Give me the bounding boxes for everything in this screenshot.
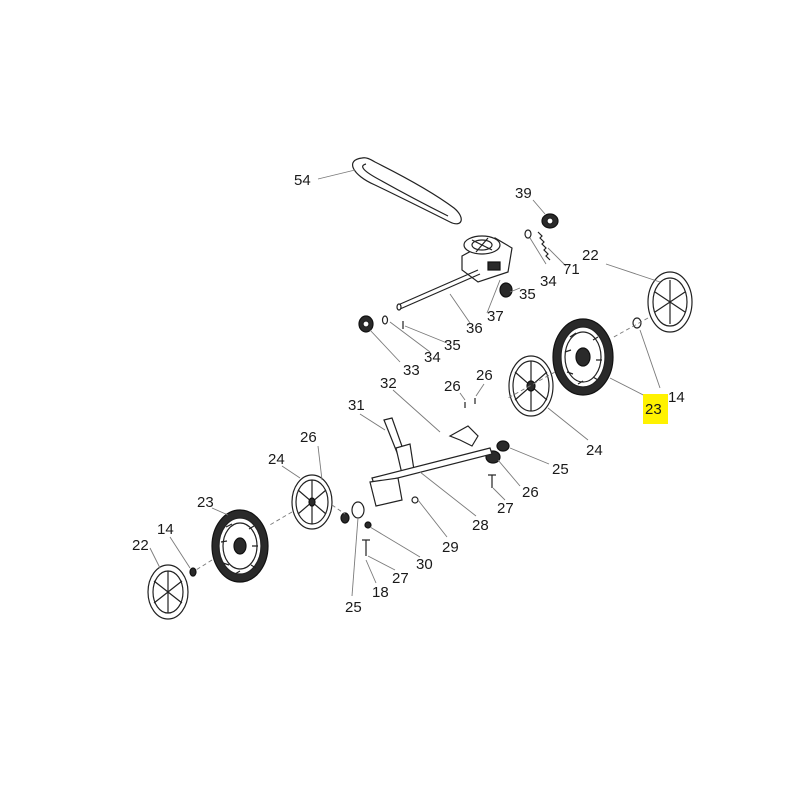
spring-71 [537, 231, 551, 261]
washer-14-left [189, 567, 197, 577]
label-26-a: 26 [444, 378, 461, 395]
label-34-left: 34 [424, 349, 441, 366]
label-36: 36 [466, 320, 483, 337]
label-14-left: 14 [157, 521, 174, 538]
bolt-27-right [488, 474, 496, 488]
alignment-lines [195, 317, 649, 571]
bracket-28 [369, 447, 493, 507]
bushing-25-left [340, 501, 365, 524]
label-31: 31 [348, 397, 365, 414]
label-25-left: 25 [345, 599, 362, 616]
label-26-b: 26 [476, 367, 493, 384]
label-27-low: 27 [392, 570, 409, 587]
label-22-right: 22 [582, 247, 599, 264]
label-24-left: 24 [268, 451, 285, 468]
nut-39 [541, 213, 559, 229]
label-32: 32 [380, 375, 397, 392]
label-24-right: 24 [586, 442, 603, 459]
label-23-left: 23 [197, 494, 214, 511]
lever-bracket-32 [448, 425, 479, 447]
clip-30 [364, 521, 372, 529]
wheel-cap-right [647, 271, 693, 333]
label-37: 37 [487, 308, 504, 325]
leader-lines [149, 169, 661, 597]
label-26-left: 26 [300, 429, 317, 446]
label-23-highlight: 23 [645, 401, 662, 418]
part-labels: 54 39 34 71 22 35 36 37 33 34 35 14 23 3… [132, 172, 685, 616]
label-34-top: 34 [540, 273, 557, 290]
label-54: 54 [294, 172, 311, 189]
highlight-box [643, 394, 668, 424]
label-39: 39 [515, 185, 532, 202]
label-28: 28 [472, 517, 489, 534]
axle-shaft-36 [396, 269, 481, 311]
label-35-top: 35 [519, 286, 536, 303]
belt-inner-edge [362, 163, 449, 217]
gearbox-assembly [461, 235, 513, 283]
label-22-left: 22 [132, 537, 149, 554]
washer-34-left [381, 315, 389, 325]
washer-34-top [524, 229, 532, 239]
tire-right [552, 318, 614, 396]
spring-35-top [499, 282, 513, 298]
label-14-right: 14 [668, 389, 685, 406]
label-29: 29 [442, 539, 459, 556]
label-26-right2: 26 [522, 484, 539, 501]
hub-right [508, 355, 554, 417]
bolt-27-low [362, 539, 370, 556]
nut-33 [358, 315, 374, 333]
label-27-right: 27 [497, 500, 514, 517]
handle-lever-31 [383, 417, 415, 475]
label-30: 30 [416, 556, 433, 573]
label-35-left: 35 [444, 337, 461, 354]
label-33: 33 [403, 362, 420, 379]
wheel-cap-left [147, 564, 189, 620]
tire-left [211, 509, 269, 583]
label-25-right: 25 [552, 461, 569, 478]
label-18: 18 [372, 584, 389, 601]
hub-left [291, 474, 333, 530]
bushing-25-right [496, 440, 510, 452]
label-71: 71 [563, 261, 580, 278]
screws-26-top [464, 398, 476, 408]
